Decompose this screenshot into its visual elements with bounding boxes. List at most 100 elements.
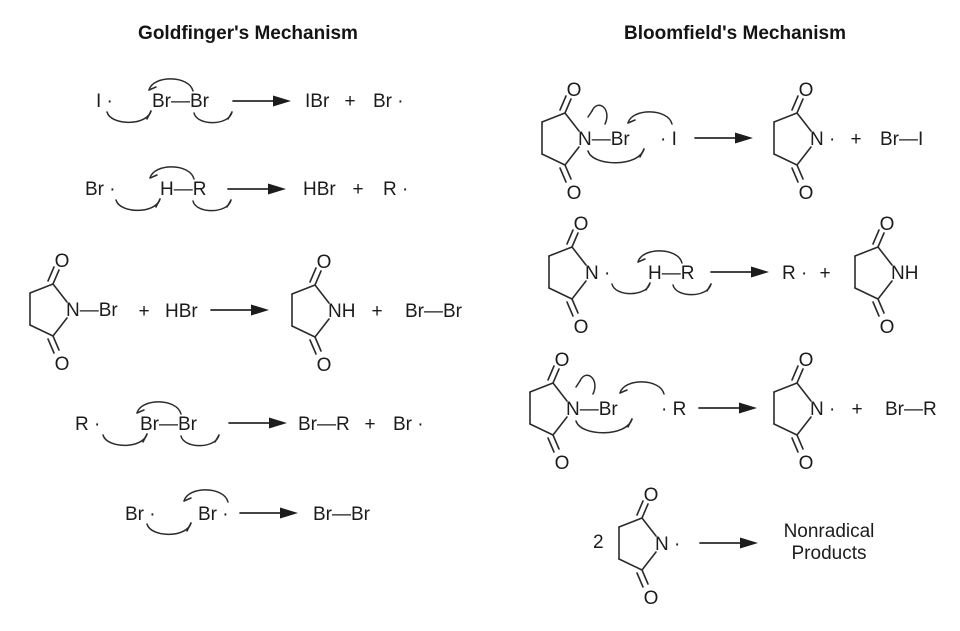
- goldfinger-step1: I · Br—Br IBr + Br ·: [96, 78, 404, 124]
- ring-skeleton: [773, 365, 812, 453]
- electron-arch-arrow: [619, 381, 665, 395]
- electron-cup-arrow: [672, 283, 712, 296]
- oxygen-label: O: [880, 214, 895, 235]
- electron-cup-arrow: [611, 282, 651, 295]
- succinimidyl-radical-ring: O O N ·: [773, 80, 835, 204]
- nh-label: NH: [328, 301, 355, 322]
- plus-sign: +: [352, 179, 363, 200]
- stoichiometric-coefficient: 2: [593, 532, 604, 553]
- ring-skeleton: [618, 500, 657, 588]
- reaction-arrow: [694, 131, 754, 145]
- oxygen-label: O: [555, 453, 570, 474]
- bromine-radical-label: Br ·: [198, 504, 229, 525]
- goldfinger-step4: R · Br—Br Br—R + Br ·: [75, 401, 424, 447]
- electron-arch-arrow: [637, 250, 683, 264]
- nonradical-products-line1: Nonradical: [784, 521, 875, 542]
- goldfinger-step2: Br · H—R HBr + R ·: [85, 166, 408, 212]
- electron-loop-arrow: [575, 374, 596, 395]
- oxygen-label: O: [880, 317, 895, 338]
- oxygen-label: O: [567, 183, 582, 204]
- plus-sign: +: [344, 91, 355, 112]
- electron-arch-arrow: [627, 111, 673, 125]
- reaction-arrow: [699, 536, 759, 550]
- iodine-radical-label: · I: [660, 129, 677, 150]
- plus-sign: +: [364, 414, 375, 435]
- reaction-arrow: [228, 416, 288, 430]
- nh-label: NH: [891, 263, 918, 284]
- bromine-radical-label: Br ·: [125, 504, 156, 525]
- nitrogen-radical-label: N ·: [655, 534, 680, 555]
- electron-arch-arrow: [148, 78, 194, 92]
- nitrogen-bromine-label: N—Br: [66, 300, 118, 321]
- bromine-molecule-label: Br—Br: [140, 414, 198, 435]
- reaction-arrow: [239, 506, 299, 520]
- iodine-radical-label: I ·: [96, 91, 113, 112]
- product-label: Br—I: [880, 129, 923, 150]
- oxygen-label: O: [799, 80, 814, 101]
- oxygen-label: O: [574, 214, 589, 235]
- substrate-label: H—R: [160, 179, 206, 200]
- plus-sign: +: [850, 129, 861, 150]
- succinimide-ring-nbs: O O N—Br: [541, 80, 630, 204]
- nitrogen-radical-label: N ·: [810, 399, 835, 420]
- goldfinger-step3: O O N—Br + HBr O O NH + Br—Br: [29, 251, 463, 376]
- product-label: Br—Br: [313, 504, 371, 525]
- reaction-arrow: [710, 265, 770, 279]
- ring-skeleton: [541, 95, 580, 183]
- ring-skeleton: [773, 95, 812, 183]
- nitrogen-radical-label: N ·: [585, 263, 610, 284]
- electron-cup-arrow: [587, 148, 645, 164]
- succinimide-ring-product: O O NH: [854, 214, 918, 338]
- product-label: IBr: [305, 91, 330, 112]
- succinimidyl-radical-ring: O O N ·: [618, 485, 680, 609]
- bloomfield-step2: O O N · H—R R · + O O NH: [548, 214, 918, 338]
- bloomfield-step3: O O N—Br · R O O N · + Br—R: [529, 350, 937, 474]
- reagent-label: HBr: [165, 301, 198, 322]
- oxygen-label: O: [317, 355, 332, 376]
- ring-skeleton: [529, 365, 568, 453]
- electron-arch-arrow: [149, 166, 195, 180]
- ring-skeleton: [291, 267, 330, 355]
- oxygen-label: O: [644, 588, 659, 609]
- oxygen-label: O: [55, 251, 70, 272]
- nitrogen-bromine-label: N—Br: [578, 129, 630, 150]
- oxygen-label: O: [799, 350, 814, 371]
- electron-cup-arrow: [115, 198, 161, 212]
- ring-skeleton: [548, 229, 587, 317]
- succinimidyl-radical-ring: O O N ·: [773, 350, 835, 474]
- substrate-label: H—R: [648, 263, 694, 284]
- goldfinger-column: Goldfinger's Mechanism I · Br—Br IBr + B…: [29, 23, 463, 536]
- electron-arch-arrow: [183, 489, 229, 503]
- succinimidyl-radical-ring: O O N ·: [548, 214, 610, 338]
- product-label: R ·: [782, 263, 807, 284]
- product-label: R ·: [383, 179, 408, 200]
- product-label: Br—Br: [405, 301, 463, 322]
- ring-skeleton: [854, 229, 893, 317]
- plus-sign: +: [138, 301, 149, 322]
- reaction-arrow: [227, 182, 287, 196]
- electron-loop-arrow: [587, 104, 608, 125]
- oxygen-label: O: [799, 183, 814, 204]
- bromine-radical-label: Br ·: [85, 179, 116, 200]
- electron-cup-arrow: [192, 199, 232, 212]
- reaction-arrow: [698, 401, 758, 415]
- oxygen-label: O: [317, 252, 332, 273]
- succinimide-ring-product: O O NH: [291, 252, 355, 376]
- electron-cup-arrow: [106, 110, 152, 124]
- product-label: Br ·: [373, 91, 404, 112]
- goldfinger-step5: Br · Br · Br—Br: [125, 489, 371, 536]
- nitrogen-radical-label: N ·: [810, 129, 835, 150]
- oxygen-label: O: [555, 350, 570, 371]
- product-label: Br—R: [885, 399, 937, 420]
- succinimide-ring-nbs: O O N—Br: [529, 350, 618, 474]
- oxygen-label: O: [799, 453, 814, 474]
- nonradical-products-line2: Products: [792, 543, 867, 564]
- reaction-arrow: [232, 94, 292, 108]
- ring-skeleton: [29, 266, 68, 354]
- goldfinger-title: Goldfinger's Mechanism: [138, 23, 358, 44]
- succinimide-ring-nbs: O O N—Br: [29, 251, 118, 375]
- product-label: HBr: [303, 179, 336, 200]
- electron-arch-arrow: [136, 401, 182, 415]
